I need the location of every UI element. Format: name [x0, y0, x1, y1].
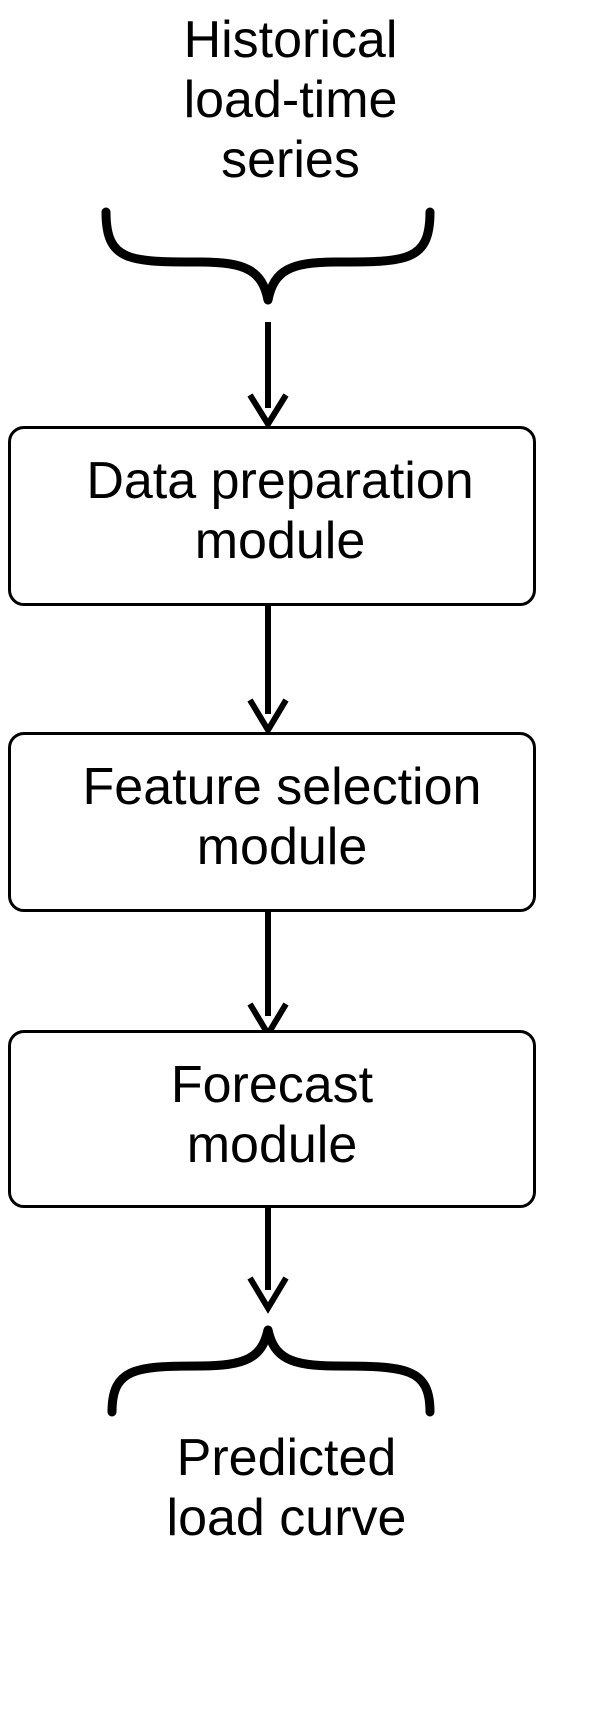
- feature-selection-line-2: module: [196, 818, 368, 876]
- arrow-input-to-data-prep: [247, 322, 289, 430]
- input-label-line-1: Historical: [183, 11, 398, 69]
- arrow-feature-selection-to-forecast: [247, 910, 289, 1040]
- output-brace: [107, 1325, 435, 1417]
- output-label-line-2: load curve: [166, 1489, 407, 1547]
- feature-selection-line-1: Feature selection: [82, 758, 482, 816]
- input-label-line-3: series: [221, 131, 360, 189]
- arrow-data-prep-to-feature-selection: [247, 604, 289, 736]
- output-label: Predicted load curve: [0, 1428, 587, 1548]
- data-preparation-module-box: Data preparation module: [8, 426, 536, 606]
- output-label-line-1: Predicted: [176, 1429, 397, 1487]
- input-label-line-2: load-time: [183, 71, 398, 129]
- forecast-line-1: Forecast: [170, 1056, 374, 1114]
- input-label: Historical load-time series: [0, 10, 591, 190]
- input-brace: [101, 207, 435, 305]
- forecast-module-box: Forecast module: [8, 1030, 536, 1208]
- arrow-forecast-to-output: [247, 1206, 289, 1314]
- data-preparation-line-2: module: [194, 512, 366, 570]
- data-preparation-line-1: Data preparation: [86, 452, 474, 510]
- forecast-line-2: module: [186, 1116, 358, 1174]
- feature-selection-module-box: Feature selection module: [8, 732, 536, 912]
